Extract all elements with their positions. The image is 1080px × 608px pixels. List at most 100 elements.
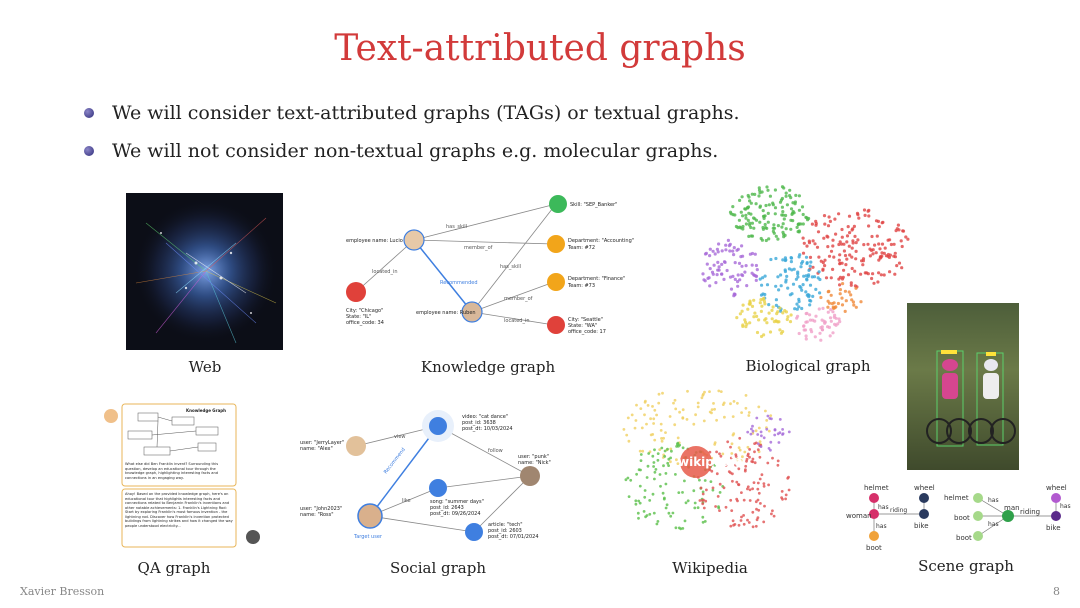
graph-node-dot <box>749 432 753 436</box>
node-label: employee name: Ruben <box>416 310 476 316</box>
graph-node-dot <box>753 311 757 315</box>
graph-node-dot <box>794 193 798 197</box>
graph-node-dot <box>740 273 744 277</box>
graph-node-dot <box>701 520 705 524</box>
graph-node-dot <box>813 242 817 246</box>
graph-node-dot <box>746 307 750 311</box>
graph-node-dot <box>823 222 827 226</box>
graph-node-dot <box>780 185 785 189</box>
footer-author: Xavier Bresson <box>20 585 105 598</box>
graph-node-dot <box>657 401 661 405</box>
graph-node-dot <box>851 239 855 243</box>
web-graph-image <box>126 193 283 350</box>
graph-node-dot <box>838 292 842 296</box>
music-icon <box>429 479 447 497</box>
graph-node-dot <box>840 303 845 307</box>
graph-node-dot <box>634 419 638 422</box>
graph-node-dot <box>783 256 787 260</box>
graph-node-dot <box>683 519 687 523</box>
wikipedia-hub-node <box>680 446 712 478</box>
graph-node-dot <box>785 203 789 207</box>
bullet-item: We will not consider non-textual graphs … <box>82 138 740 176</box>
graph-node-dot <box>877 242 881 246</box>
qa-question-text: What else did Ben Franklin invent? Surro… <box>125 462 219 480</box>
graph-node-dot <box>652 465 655 468</box>
graph-node-dot <box>837 258 841 262</box>
graph-node-dot <box>767 311 771 315</box>
graph-node-dot <box>719 390 723 393</box>
graph-node-dot <box>629 478 633 482</box>
graph-node-dot <box>893 272 897 276</box>
graph-node-dot <box>758 204 762 208</box>
edge-label: located_in <box>504 318 530 324</box>
graph-node-dot <box>693 506 697 510</box>
graph-node-dot <box>755 314 759 318</box>
graph-node-dot <box>765 419 769 422</box>
graph-node-dot <box>661 391 664 395</box>
graph-node-dot <box>735 480 739 484</box>
graph-node-dot <box>698 478 701 482</box>
node-label: Team: #72 <box>567 245 595 251</box>
graph-node-dot <box>766 461 770 465</box>
graph-node-dot <box>758 301 762 305</box>
graph-node-dot <box>837 317 841 321</box>
graph-node-dot <box>755 330 760 335</box>
graph-node-dot <box>797 229 801 233</box>
graph-node-dot <box>725 268 729 273</box>
graph-node-dot <box>798 253 802 257</box>
video-icon <box>429 417 447 435</box>
graph-node-dot <box>653 438 657 442</box>
graph-node-dot <box>743 270 747 274</box>
assistant-icon <box>246 530 260 544</box>
graph-node-dot <box>834 316 838 320</box>
graph-node-dot <box>656 452 660 455</box>
node-label: video: "cat dance" <box>462 414 508 420</box>
graph-node-dot <box>748 499 752 502</box>
graph-node-dot <box>733 261 737 265</box>
graph-node-dot <box>746 445 750 449</box>
graph-node-dot <box>715 472 719 476</box>
node-label: post_id: 3638 <box>462 420 496 426</box>
graph-node-dot <box>840 242 844 246</box>
graph-node-dot <box>760 304 764 308</box>
location-pin-icon <box>547 316 565 334</box>
graph-node-dot <box>832 255 836 259</box>
graph-node-dot <box>662 464 665 468</box>
graph-node-dot <box>857 216 861 220</box>
graph-node-dot <box>647 452 651 455</box>
graph-node-dot <box>774 303 778 307</box>
graph-node-dot <box>720 262 724 266</box>
graph-node-dot <box>784 280 788 284</box>
node-label: City: "Seattle" <box>568 317 603 323</box>
graph-node-dot <box>733 293 737 297</box>
graph-node-dot <box>676 441 680 445</box>
graph-node-dot <box>814 219 818 223</box>
graph-node-dot <box>755 268 759 272</box>
graph-node-dot <box>744 394 748 397</box>
graph-node-dot <box>758 455 762 459</box>
graph-node-dot <box>740 309 744 313</box>
graph-node-dot <box>657 392 661 396</box>
graph-node-dot <box>788 320 793 324</box>
qa-graph-title: Knowledge Graph <box>186 408 226 413</box>
graph-node-dot <box>761 209 765 213</box>
graph-node-dot <box>780 496 783 499</box>
graph-node-dot <box>733 277 737 281</box>
scene-label: has <box>988 521 999 528</box>
graph-node-dot <box>874 251 878 255</box>
node-label: user: "JerryLayer" <box>300 440 344 446</box>
graph-node-dot <box>692 489 696 493</box>
scene-label: has <box>876 523 887 530</box>
graph-node-dot <box>829 319 833 323</box>
graph-node-dot <box>859 272 863 276</box>
graph-node-dot <box>721 452 725 456</box>
graph-node-dot <box>829 293 833 297</box>
node-label: State: "IL" <box>346 314 371 320</box>
graph-node-dot <box>643 400 647 404</box>
graph-node-dot <box>824 276 829 280</box>
graph-node-dot <box>704 251 708 255</box>
graph-node-dot <box>796 275 800 279</box>
graph-node-dot <box>800 288 804 292</box>
graph-node-dot <box>708 284 712 288</box>
graph-node-dot <box>740 264 744 268</box>
